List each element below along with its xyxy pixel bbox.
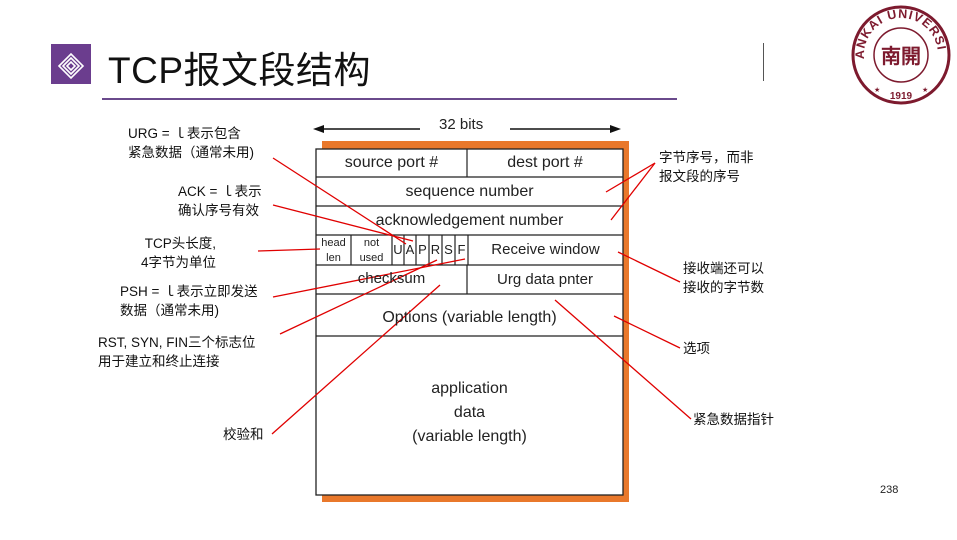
annotation-rwnd-line-2: 接收的字节数 (683, 280, 764, 295)
head-len-line-1: head (321, 237, 346, 249)
annotation-rsf-line-2: 用于建立和终止连接 (98, 354, 220, 369)
svg-text:★: ★ (922, 86, 928, 94)
urg-pointer-field: Urg data pnter (497, 271, 593, 288)
head-len-field: head len (316, 236, 351, 266)
ack-number-field: acknowledgement number (375, 212, 564, 229)
receive-window-field: Receive window (491, 241, 600, 258)
not-used-line-2: used (359, 252, 384, 264)
page-title: TCP报文段结构 (108, 50, 371, 91)
annotation-checksum: 校验和 (223, 427, 264, 442)
annotation-urgptr: 紧急数据指针 (693, 412, 774, 427)
annotation-psh-line-2: 数据（通常未用) (120, 303, 219, 318)
flag-rst: R (430, 242, 441, 257)
dest-port-field: dest port # (507, 154, 583, 171)
title-underline (102, 98, 677, 100)
svg-text:南開: 南開 (881, 44, 921, 68)
annotation-ack: ACK = ｌ表示 确认序号有效 (178, 182, 262, 220)
flag-syn: S (444, 242, 453, 257)
psh-pointer (272, 258, 466, 298)
annotation-urg-line-1: URG = ｌ表示包含 (128, 126, 241, 141)
annotation-seq: 字节序号，而非 报文段的序号 (659, 148, 754, 186)
annotation-seq-line-2: 报文段的序号 (659, 169, 740, 184)
svg-text:1919: 1919 (890, 91, 913, 102)
checksum-pointer (271, 284, 441, 435)
width-label: 32 bits (439, 116, 484, 133)
sequence-number-field: sequence number (405, 183, 534, 200)
flag-psh: P (418, 242, 427, 257)
hlen-pointer (257, 248, 321, 252)
source-port-field: source port # (344, 154, 439, 171)
flag-fin: F (457, 242, 466, 257)
seq-pointer-2 (610, 162, 656, 221)
flag-ack: A (405, 242, 415, 257)
app-data-line-1: application (431, 380, 508, 397)
svg-text:★: ★ (874, 86, 880, 94)
checksum-field: checksum (357, 270, 426, 287)
urgptr-pointer (554, 299, 692, 420)
segment-box (315, 148, 624, 496)
annotation-rsf: RST, SYN, FIN三个标志位 用于建立和终止连接 (98, 333, 256, 371)
annotation-psh: PSH = ｌ表示立即发送 数据（通常未用) (120, 282, 258, 320)
head-len-line-2: len (326, 252, 341, 264)
header-divider (763, 43, 764, 81)
seq-pointer-1 (605, 162, 656, 193)
not-used-line-1: not (363, 237, 380, 249)
app-data-line-2: data (453, 404, 486, 421)
annotation-hlen-line-2: 4字节为单位 (140, 255, 216, 270)
university-seal-icon: NANKAI UNIVERSITY 南開 1919 ★ ★ (845, 0, 952, 106)
rsf-pointer (279, 259, 438, 335)
annotation-urg: URG = ｌ表示包含 紧急数据（通常未用) (128, 124, 254, 162)
annotation-seq-line-1: 字节序号，而非 (659, 150, 754, 165)
app-data-line-3: (variable length) (412, 428, 527, 445)
annotation-urg-line-2: 紧急数据（通常未用) (128, 145, 254, 160)
options-pointer (613, 315, 681, 349)
annotation-ack-line-2: 确认序号有效 (178, 203, 259, 218)
ack-pointer (272, 204, 414, 242)
annotation-hlen-line-1: TCP头长度, (144, 236, 216, 251)
annotation-rsf-line-1: RST, SYN, FIN三个标志位 (98, 335, 256, 350)
annotation-hlen: TCP头长度, 4字节为单位 (110, 234, 216, 272)
annotation-rwnd: 接收端还可以 接收的字节数 (683, 259, 764, 297)
urg-pointer (272, 157, 407, 245)
logo-icon (51, 44, 91, 84)
annotation-rwnd-line-1: 接收端还可以 (683, 261, 764, 276)
flag-urg: U (393, 242, 403, 257)
rwnd-pointer (617, 251, 681, 283)
application-data-field: application data (variable length) (316, 377, 623, 449)
not-used-field: not used (351, 236, 392, 266)
options-field: Options (variable length) (382, 309, 557, 326)
annotation-ack-line-1: ACK = ｌ表示 (178, 184, 262, 199)
annotation-options: 选项 (683, 341, 710, 356)
annotation-psh-line-1: PSH = ｌ表示立即发送 (120, 284, 258, 299)
page-number: 238 (880, 484, 899, 496)
